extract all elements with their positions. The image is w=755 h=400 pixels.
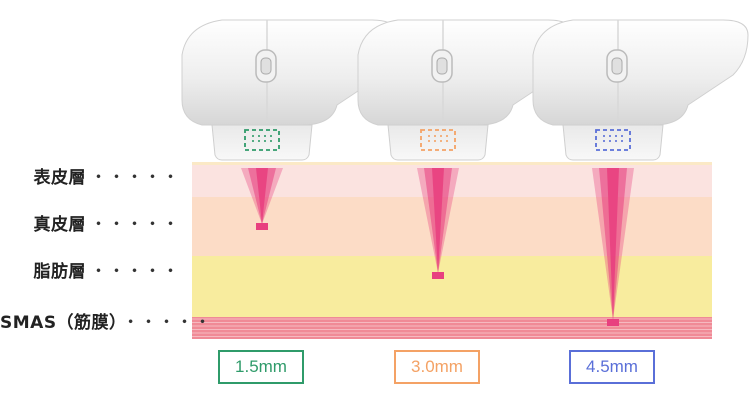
- depth-label-2: 3.0mm: [394, 350, 480, 384]
- leader-dots: ・・・・・: [122, 313, 213, 333]
- transducer-indicator-icon: [244, 129, 280, 151]
- focus-beam-2: [417, 168, 459, 279]
- layer-label-text: 脂肪層: [33, 262, 86, 282]
- leader-dots: ・・・・・: [90, 215, 180, 235]
- focus-point-1: [256, 223, 268, 230]
- layer-label-text: 真皮層: [33, 215, 86, 235]
- leader-dots: ・・・・・: [90, 262, 180, 282]
- ultrasound-handpiece-icon: [357, 19, 574, 161]
- transducer-indicator-icon: [420, 129, 456, 151]
- focus-point-3: [607, 319, 619, 326]
- layer-label-epidermis: 表皮層・・・・・: [0, 168, 180, 188]
- layer-label-text: SMAS（筋膜）: [0, 313, 119, 333]
- focus-point-2: [432, 272, 444, 279]
- ultrasound-handpiece-icon: [181, 19, 398, 161]
- layer-smas: [192, 317, 712, 339]
- layer-fat: [192, 256, 712, 317]
- layer-dermis: [192, 197, 712, 256]
- depth-label-3: 4.5mm: [569, 350, 655, 384]
- layer-label-dermis: 真皮層・・・・・: [0, 215, 180, 235]
- depth-label-1: 1.5mm: [218, 350, 304, 384]
- focus-beam-1: [241, 168, 283, 230]
- focus-beam-3: [592, 168, 634, 326]
- layer-label-smas: SMAS（筋膜）・・・・・: [0, 313, 211, 333]
- ultrasound-handpiece-icon: [532, 19, 749, 161]
- transducer-indicator-icon: [595, 129, 631, 151]
- layer-label-text: 表皮層: [33, 168, 86, 188]
- layer-label-fat: 脂肪層・・・・・: [0, 262, 180, 282]
- skin-surface: [192, 162, 712, 166]
- leader-dots: ・・・・・: [90, 168, 180, 188]
